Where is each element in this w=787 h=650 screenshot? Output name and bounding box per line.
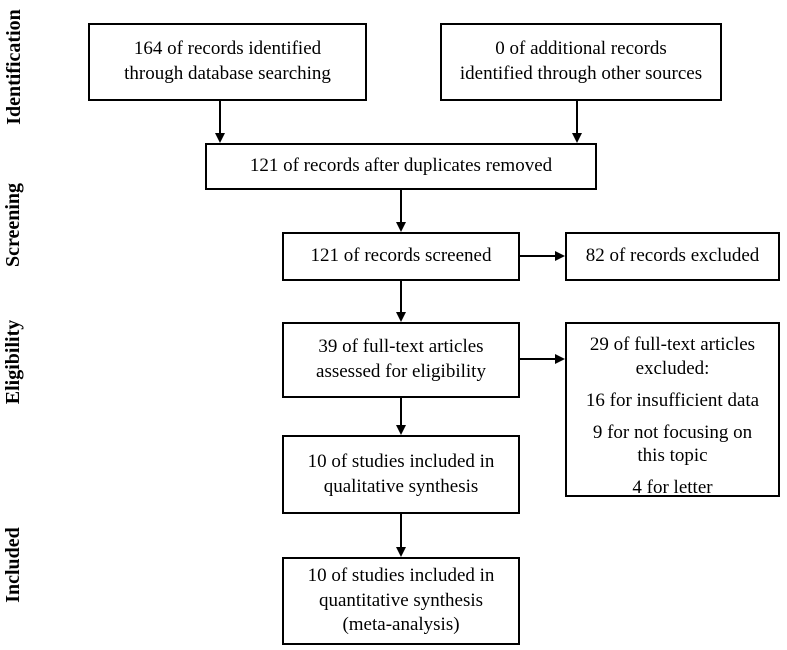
box-database-search: 164 of records identified through databa… bbox=[88, 23, 367, 101]
box-line: 164 of records identified bbox=[133, 38, 322, 60]
box-fulltext-assessed: 39 of full-text articles assessed for el… bbox=[282, 322, 520, 398]
box-line: excluded: bbox=[635, 358, 710, 379]
box-line: qualitative synthesis bbox=[323, 475, 479, 497]
box-line: 121 of records screened bbox=[310, 245, 492, 267]
box-line: through database searching bbox=[124, 63, 331, 84]
box-line: 82 of records excluded bbox=[585, 245, 760, 267]
box-line: (meta-analysis) bbox=[342, 614, 460, 636]
box-duplicates-removed: 121 of records after duplicates removed bbox=[205, 143, 597, 190]
box-qualitative-synthesis: 10 of studies included in qualitative sy… bbox=[282, 435, 520, 514]
box-line: 9 for not focusing on bbox=[592, 421, 753, 443]
box-line: 0 of additional records bbox=[495, 38, 667, 60]
box-fulltext-excluded: 29 of full-text articles excluded: 16 fo… bbox=[565, 322, 780, 498]
box-quantitative-synthesis: 10 of studies included in quantitative s… bbox=[282, 557, 520, 645]
box-line: 10 of studies included in bbox=[307, 564, 495, 586]
box-records-excluded: 82 of records excluded bbox=[565, 232, 780, 281]
box-line: this topic bbox=[637, 445, 708, 467]
box-line: 4 for letter bbox=[632, 477, 713, 498]
box-line: 29 of full-text articles bbox=[589, 334, 756, 356]
box-line: assessed for eligibility bbox=[316, 361, 486, 382]
box-line: 121 of records after duplicates removed bbox=[249, 155, 553, 177]
box-line: 16 for insufficient data bbox=[585, 389, 760, 411]
box-line: 10 of studies included in bbox=[307, 450, 495, 472]
box-other-sources: 0 of additional records identified throu… bbox=[440, 23, 722, 101]
box-line: quantitative synthesis bbox=[318, 589, 484, 611]
box-records-screened: 121 of records screened bbox=[282, 232, 520, 281]
box-line: 39 of full-text articles bbox=[318, 336, 484, 358]
box-line: identified through other sources bbox=[459, 63, 703, 84]
